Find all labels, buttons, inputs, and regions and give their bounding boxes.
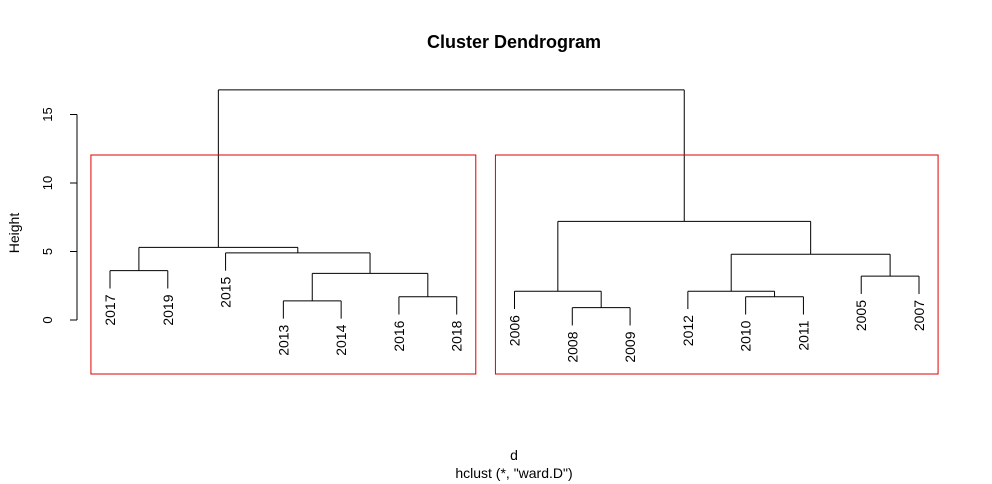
leaf-label: 2013 [275, 324, 291, 355]
leaf-label: 2015 [218, 276, 234, 307]
leaf-label: 2008 [564, 331, 580, 362]
y-tick-label: 10 [40, 176, 55, 190]
cluster-rect-1 [90, 154, 477, 375]
leaf-label: 2009 [622, 331, 638, 362]
chart-title: Cluster Dendrogram [427, 32, 601, 52]
subtitle-method: hclust (*, "ward.D") [455, 465, 572, 481]
x-axis-label: d [510, 447, 518, 463]
leaf-label: 2017 [102, 294, 118, 325]
leaf-labels: 2017 2019 2015 2013 2014 2016 2018 2006 2008 2009… [102, 276, 927, 362]
leaf-label: 2018 [449, 320, 465, 351]
cluster-rect-2 [494, 154, 939, 375]
leaf-label: 2012 [680, 315, 696, 346]
leaf-label: 2007 [911, 300, 927, 331]
leaf-label: 2016 [391, 320, 407, 351]
leaf-label: 2014 [333, 324, 349, 355]
y-axis-label: Height [6, 213, 22, 254]
y-axis: 0 5 10 15 [40, 107, 78, 324]
leaf-label: 2011 [795, 320, 811, 350]
leaf-label: 2005 [853, 300, 869, 331]
leaf-label: 2006 [507, 315, 523, 346]
leaf-label: 2010 [738, 320, 754, 351]
dendrogram-branches [109, 89, 920, 326]
leaf-label: 2019 [160, 294, 176, 325]
y-tick-label: 0 [40, 316, 55, 323]
cluster-rectangles [90, 154, 939, 375]
y-tick-label: 5 [40, 248, 55, 255]
y-tick-label: 15 [40, 107, 55, 121]
